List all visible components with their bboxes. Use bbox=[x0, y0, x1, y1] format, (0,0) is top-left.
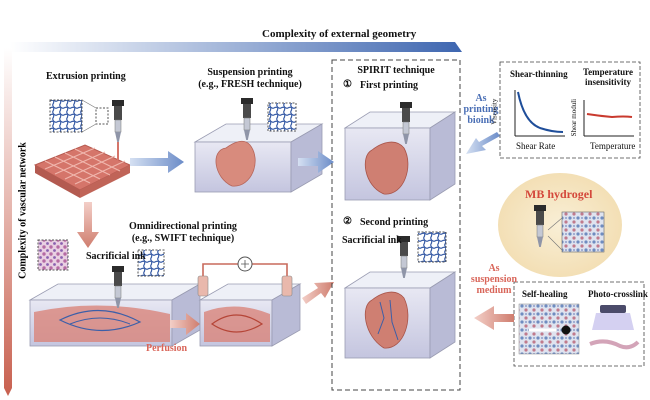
spirit-box-second bbox=[343, 271, 457, 359]
arrow-to-suspension bbox=[130, 151, 184, 173]
vascular-axis-bar bbox=[4, 48, 12, 396]
arrow-suspension-medium bbox=[474, 306, 514, 330]
spirit-sacrificial-label: Sacrificial ink bbox=[342, 235, 402, 246]
omni-subtitle: (e.g., SWIFT technique) bbox=[131, 233, 235, 244]
suspension-medium-line1: As bbox=[488, 263, 500, 274]
perfusion-arrow bbox=[170, 313, 200, 335]
shear-title: Shear-thinning bbox=[510, 69, 568, 79]
omni-sacrificial-label: Sacrificial ink bbox=[86, 251, 146, 262]
temp-ylabel: Shear moduli bbox=[570, 98, 579, 137]
arrow-to-omnidirectional bbox=[77, 202, 99, 248]
temperature-plot bbox=[583, 100, 634, 137]
spirit-frame bbox=[331, 59, 461, 391]
omni-grid-inset bbox=[137, 249, 165, 277]
suspension-subtitle: (e.g., FRESH technique) bbox=[198, 79, 302, 90]
bioink-line1: As bbox=[475, 93, 487, 104]
extrusion-inset-grid bbox=[49, 99, 83, 133]
spirit-box-first bbox=[343, 111, 457, 201]
spirit-step1-number: ① bbox=[343, 79, 352, 90]
spirit-step1-label: First printing bbox=[360, 80, 419, 91]
mb-microgel-inset bbox=[561, 211, 605, 253]
photo-crosslink-icon bbox=[589, 305, 640, 350]
spirit-title: SPIRIT technique bbox=[357, 65, 435, 76]
extrusion-lattice bbox=[33, 144, 132, 198]
spirit-step2-number: ② bbox=[343, 216, 352, 227]
suspension-inset-grid bbox=[267, 102, 297, 132]
omni-print-box bbox=[28, 283, 202, 347]
suspension-medium-line2: suspension bbox=[470, 274, 518, 285]
axis-label-vascular: Complexity of vascular network bbox=[17, 142, 29, 279]
perfusion-box bbox=[197, 256, 302, 347]
temp-title-1: Temperature bbox=[583, 67, 633, 77]
omni-beads-inset bbox=[37, 239, 69, 271]
axis-label-geometry: Complexity of external geometry bbox=[262, 28, 417, 40]
shear-ylabel: Viscosity bbox=[490, 98, 499, 125]
perfusion-label: Perfusion bbox=[146, 343, 188, 354]
extrusion-title: Extrusion printing bbox=[46, 71, 126, 82]
spirit-grid-inset bbox=[417, 231, 447, 263]
suspension-medium-line3: medium bbox=[476, 285, 512, 296]
omni-title: Omnidirectional printing bbox=[129, 221, 237, 232]
arrow-bioink bbox=[466, 132, 500, 154]
spirit-step2-label: Second printing bbox=[360, 217, 429, 228]
arrow-to-spirit bbox=[298, 151, 334, 173]
arrow-omni-to-spirit bbox=[302, 282, 334, 304]
geometry-axis-bar bbox=[10, 42, 462, 52]
shear-xlabel: Shear Rate bbox=[516, 141, 556, 151]
temp-xlabel: Temperature bbox=[590, 141, 636, 151]
shear-thinning-plot bbox=[514, 90, 565, 137]
self-healing-label: Self-healing bbox=[522, 289, 568, 299]
photo-crosslink-label: Photo-crosslink bbox=[588, 289, 648, 299]
bioink-line3: bioink bbox=[467, 115, 495, 126]
temp-title-2: insensitivity bbox=[584, 77, 631, 87]
mb-hydrogel-title: MB hydrogel bbox=[525, 187, 593, 201]
extrusion-nozzle-icon bbox=[111, 99, 125, 143]
bioink-line2: printing bbox=[463, 104, 499, 115]
suspension-title: Suspension printing bbox=[207, 67, 293, 78]
